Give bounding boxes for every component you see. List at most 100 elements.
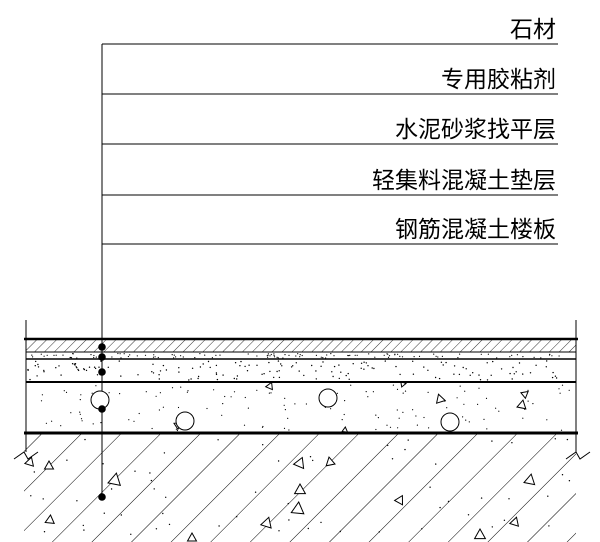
texture-dot bbox=[158, 409, 160, 411]
texture-dot bbox=[284, 409, 286, 411]
texture-dot bbox=[384, 360, 386, 362]
texture-dot bbox=[423, 366, 425, 368]
texture-dot bbox=[412, 373, 415, 375]
texture-dot bbox=[330, 353, 332, 355]
texture-dot bbox=[478, 374, 480, 376]
aggregate-triangle bbox=[290, 500, 305, 515]
texture-dot bbox=[402, 411, 404, 413]
texture-dot bbox=[93, 356, 95, 359]
texture-dot bbox=[299, 356, 301, 358]
texture-dot bbox=[540, 357, 542, 359]
aggregate-triangle bbox=[24, 456, 35, 467]
texture-dot bbox=[427, 369, 429, 371]
texture-dot bbox=[462, 366, 464, 369]
texture-dot bbox=[31, 354, 33, 356]
texture-dot bbox=[224, 395, 226, 398]
texture-dot bbox=[439, 506, 441, 509]
texture-dot bbox=[207, 360, 210, 363]
texture-dot bbox=[178, 367, 180, 369]
aggregate-triangle bbox=[293, 482, 307, 495]
texture-dot bbox=[404, 390, 407, 392]
texture-dot bbox=[40, 353, 42, 355]
texture-dot bbox=[491, 440, 493, 442]
texture-dot bbox=[118, 360, 121, 362]
texture-dot bbox=[560, 429, 563, 431]
texture-dot bbox=[153, 354, 155, 356]
texture-dot bbox=[273, 356, 276, 358]
texture-dot bbox=[383, 354, 385, 356]
texture-dot bbox=[295, 362, 297, 364]
texture-dot bbox=[477, 403, 479, 405]
texture-dot bbox=[128, 419, 130, 421]
texture-dot bbox=[119, 353, 121, 355]
texture-dot bbox=[508, 498, 510, 500]
texture-dot bbox=[152, 363, 154, 365]
slab-aggregate-texture bbox=[24, 438, 571, 542]
texture-dot bbox=[445, 361, 447, 364]
texture-dot bbox=[387, 444, 389, 447]
texture-dot bbox=[503, 519, 506, 521]
label-row-rc-slab: 钢筋混凝土楼板 bbox=[102, 217, 558, 245]
texture-dot bbox=[157, 356, 159, 359]
texture-dot bbox=[284, 354, 286, 356]
texture-dot bbox=[350, 384, 352, 386]
texture-dot bbox=[177, 406, 180, 409]
texture-dot bbox=[465, 368, 467, 370]
texture-dot bbox=[453, 373, 455, 375]
texture-dot bbox=[367, 365, 369, 367]
texture-dot bbox=[138, 412, 140, 415]
texture-dot bbox=[303, 374, 305, 377]
texture-dot bbox=[108, 392, 110, 394]
texture-dot bbox=[261, 373, 263, 375]
texture-dot bbox=[190, 378, 192, 380]
texture-dot bbox=[90, 354, 92, 356]
texture-dot bbox=[165, 369, 168, 371]
texture-dot bbox=[297, 353, 299, 355]
texture-dot bbox=[123, 353, 125, 355]
aggregate-circle bbox=[440, 412, 460, 432]
texture-dot bbox=[155, 395, 157, 397]
texture-dot bbox=[480, 497, 483, 499]
texture-dot bbox=[287, 417, 289, 419]
texture-dot bbox=[83, 368, 86, 371]
texture-dot bbox=[545, 366, 547, 368]
texture-dot bbox=[371, 367, 373, 369]
texture-dot bbox=[492, 360, 494, 363]
texture-dot bbox=[330, 408, 332, 410]
texture-dot bbox=[338, 377, 340, 380]
texture-dot bbox=[486, 428, 488, 430]
texture-dot bbox=[401, 356, 404, 358]
texture-dot bbox=[282, 357, 284, 359]
texture-dot bbox=[171, 387, 174, 389]
texture-dot bbox=[387, 356, 390, 358]
texture-dot bbox=[233, 391, 236, 393]
texture-dot bbox=[102, 463, 104, 465]
texture-dot bbox=[80, 394, 82, 396]
texture-dot bbox=[273, 376, 275, 379]
stone-layer bbox=[26, 340, 576, 352]
texture-dot bbox=[273, 353, 275, 355]
texture-dot bbox=[36, 375, 38, 377]
texture-dot bbox=[134, 470, 136, 472]
texture-dot bbox=[197, 377, 199, 380]
texture-dot bbox=[194, 357, 196, 359]
texture-dot bbox=[267, 354, 269, 356]
aggregate-triangle bbox=[186, 531, 198, 542]
texture-dot bbox=[63, 390, 65, 392]
texture-dot bbox=[287, 502, 289, 505]
texture-dot bbox=[552, 371, 554, 374]
texture-dot bbox=[512, 366, 514, 369]
texture-dot bbox=[103, 512, 106, 514]
texture-dot bbox=[513, 373, 515, 375]
left-break-mark bbox=[13, 451, 39, 460]
texture-dot bbox=[178, 371, 180, 373]
texture-dot bbox=[136, 355, 138, 357]
texture-dot bbox=[133, 420, 135, 422]
texture-dot bbox=[244, 396, 246, 399]
texture-dot bbox=[37, 366, 40, 368]
texture-dot bbox=[130, 533, 132, 535]
texture-dot bbox=[40, 400, 43, 402]
aggregate-triangle bbox=[393, 494, 404, 506]
texture-dot bbox=[360, 362, 363, 364]
label-stone: 石材 bbox=[510, 17, 556, 43]
